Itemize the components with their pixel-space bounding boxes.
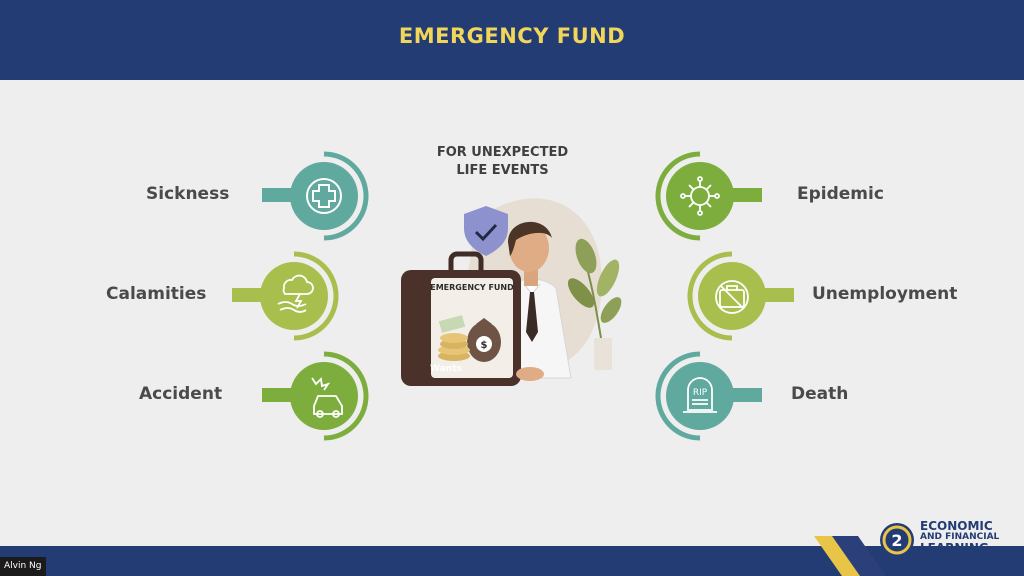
person-illustration [505, 221, 572, 379]
event-label-unemployment: Unemployment [812, 284, 958, 304]
death-ring: RIP [655, 351, 762, 441]
sickness-ring [262, 151, 369, 241]
participant-name-tag: Alvin Ng [0, 557, 46, 576]
case-label: EMERGENCY FUND [430, 283, 514, 292]
medical-cross-icon [306, 178, 342, 214]
tombstone-text: RIP [693, 388, 708, 398]
no-briefcase-icon [715, 280, 749, 314]
storm-icon [277, 274, 314, 313]
event-label-epidemic: Epidemic [797, 184, 884, 204]
caption-line-1: FOR UNEXPECTED [436, 145, 569, 160]
plant-illustration [567, 238, 622, 370]
shield-check-icon [464, 206, 508, 256]
calamities-ring [232, 251, 339, 341]
epidemic-ring [655, 151, 762, 241]
car-crash-icon [311, 377, 343, 418]
svg-text:$: $ [481, 340, 488, 351]
accident-ring [262, 351, 369, 441]
event-label-calamities: Calamities [106, 284, 207, 304]
briefcase-illustration: EMERGENCY FUND $ Wants [401, 251, 521, 386]
caption-line-2: LIFE EVENTS [456, 163, 549, 178]
slide-caption: FOR UNEXPECTED LIFE EVENTS [420, 144, 585, 180]
slide-title: EMERGENCY FUND [398, 24, 626, 48]
virus-icon [680, 176, 720, 216]
logo-line-1: ECONOMIC [920, 519, 993, 533]
event-label-death: Death [791, 384, 849, 404]
tombstone-icon: RIP [683, 377, 717, 413]
money-label: Wants [430, 364, 462, 374]
emergency-fund-illustration: EMERGENCY FUND $ Wants [401, 198, 622, 386]
event-label-sickness: Sickness [146, 184, 230, 204]
hand-illustration [516, 367, 544, 381]
program-logo-icon: 2 [880, 523, 914, 557]
event-label-accident: Accident [139, 384, 223, 404]
svg-text:2: 2 [891, 531, 902, 550]
slide-header: EMERGENCY FUND [0, 0, 1024, 80]
logo-line-3: LEARNING [920, 541, 989, 555]
logo-line-4: PROGRAM 2024 [920, 555, 1000, 565]
logo-line-2: AND FINANCIAL [920, 532, 1000, 542]
unemployment-ring [687, 251, 794, 341]
